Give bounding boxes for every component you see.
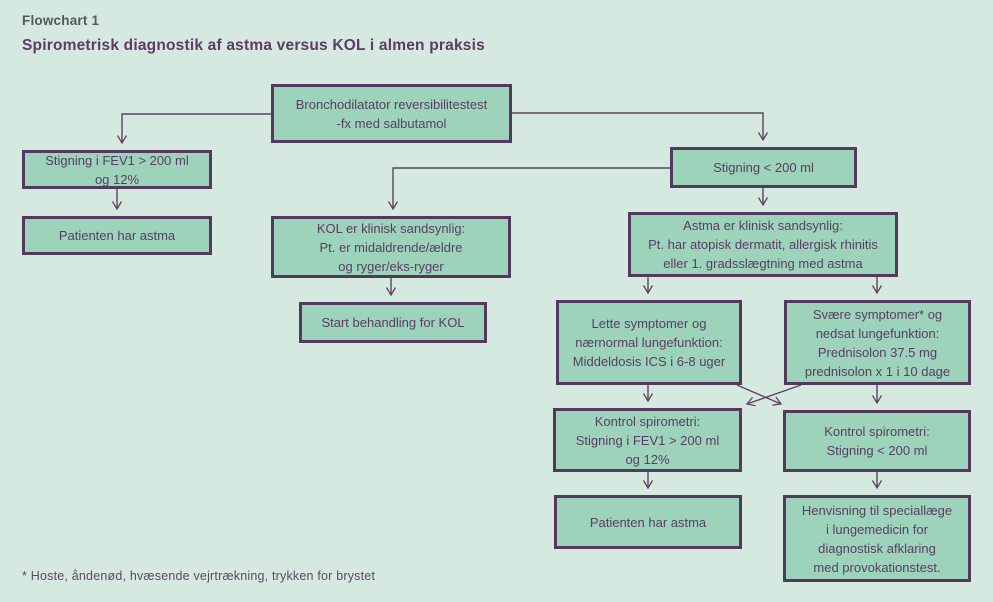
node-kontrol-spirometri-over: Kontrol spirometri: Stigning i FEV1 > 20… — [553, 408, 742, 472]
node-astma-sandsynlig: Astma er klinisk sandsynlig: Pt. har ato… — [628, 212, 898, 277]
node-patient-har-astma-left: Patienten har astma — [22, 216, 212, 255]
edge-svaere-to-kontrol-over-cross — [745, 384, 802, 407]
edge-root-to-stigning-under — [512, 112, 769, 142]
footnote: * Hoste, åndenød, hvæsende vejrtrækning,… — [22, 569, 376, 583]
node-lette-symptomer: Lette symptomer og nærnormal lungefunkti… — [556, 300, 742, 385]
node-kontrol-spirometri-under: Kontrol spirometri: Stigning < 200 ml — [783, 410, 971, 472]
node-patient-har-astma-bottom: Patienten har astma — [554, 495, 742, 549]
page-header: Flowchart 1 Spirometrisk diagnostik af a… — [22, 13, 485, 55]
node-svaere-symptomer: Svære symptomer* og nedsat lungefunktion… — [784, 300, 971, 385]
node-start-behandling-kol: Start behandling for KOL — [299, 302, 487, 343]
node-bronchodilator-test: Bronchodilatator reversibilitestest -fx … — [271, 84, 512, 143]
edge-stigning-under-to-kol — [387, 167, 670, 211]
node-stigning-under-200: Stigning < 200 ml — [670, 147, 857, 188]
edge-lette-to-kontrol-under-cross — [736, 384, 783, 406]
node-kol-sandsynlig: KOL er klinisk sandsynlig: Pt. er midald… — [271, 216, 511, 278]
node-stigning-over-200: Stigning i FEV1 > 200 ml og 12% — [22, 150, 212, 189]
flowchart-label: Flowchart 1 — [22, 13, 100, 28]
edge-root-to-stigning-over — [116, 113, 271, 145]
page-title: Spirometrisk diagnostik af astma versus … — [22, 37, 485, 54]
node-henvisning-speciallaege: Henvisning til speciallæge i lungemedici… — [783, 495, 971, 582]
